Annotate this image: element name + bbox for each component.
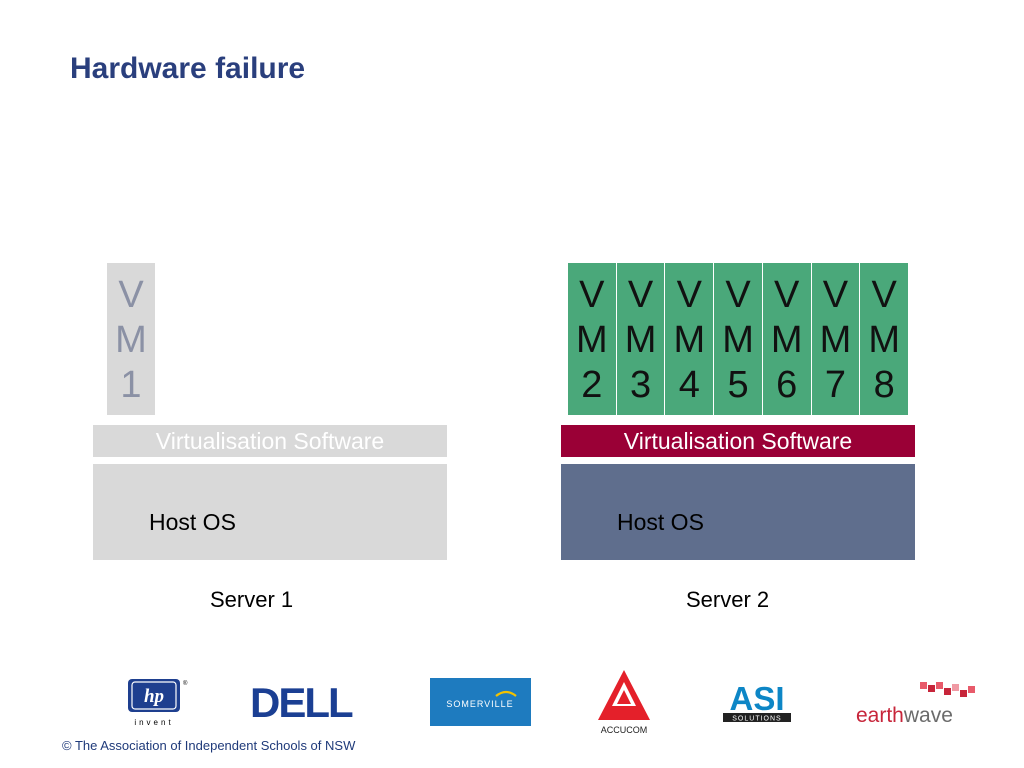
server2-host-os-box: Host OS <box>561 464 915 560</box>
earthwave-logo-text: earthwave <box>856 704 953 726</box>
server1-virtualisation-label: Virtualisation Software <box>155 427 385 454</box>
server1-virtualisation-bar: Virtualisation Software <box>93 425 447 457</box>
server2-virtualisation-bar: Virtualisation Software <box>561 425 915 457</box>
earthwave-logo: earthwave <box>856 680 984 727</box>
asi-logo: ASI SOLUTIONS <box>721 680 793 724</box>
vm-5-line2: M <box>722 318 754 361</box>
vm-8-line2: M <box>868 318 900 361</box>
vm-7: V M 7 <box>811 263 861 415</box>
vm-7-line2: M <box>819 318 852 361</box>
vm-4-line2: M <box>673 318 706 361</box>
vm-5-line1: V <box>725 274 751 317</box>
vm-6-line3: 6 <box>776 363 798 406</box>
accucom-logo-text: ACCUCOM <box>601 725 648 735</box>
vm-4-line3: 4 <box>678 363 700 406</box>
asi-logo-text: ASI <box>729 680 784 717</box>
vm-3-line3: 3 <box>630 363 652 406</box>
asi-logo-sub: SOLUTIONS <box>732 716 781 723</box>
dell-logo-text: DELL <box>250 682 353 722</box>
server1-host-os-box: Host OS <box>93 464 447 560</box>
dell-logo: DELL <box>250 679 370 726</box>
hp-logo-mark: hp ® invent <box>128 679 188 727</box>
vm-4: V M 4 <box>665 263 715 415</box>
accucom-logo-mark: ACCUCOM <box>598 670 650 735</box>
somerville-logo-mark: SOMERVILLE <box>446 690 517 709</box>
vm-1-line2: M <box>115 318 147 361</box>
vm-1-line3: 1 <box>120 363 142 406</box>
vm-4-line1: V <box>676 274 702 317</box>
server2-host-os-label: Host OS <box>617 509 704 535</box>
vm-7-line1: V <box>822 274 849 317</box>
vm-2-line3: 2 <box>581 363 603 406</box>
vm-5-line3: 5 <box>727 363 749 406</box>
vm-1-line1: V <box>118 274 144 317</box>
hp-logo: hp ® invent <box>128 679 188 727</box>
vm-2: V M 2 <box>568 263 617 415</box>
vm-5: V M 5 <box>714 263 763 415</box>
accucom-logo: ACCUCOM <box>592 668 656 736</box>
dell-logo-mark: DELL <box>250 679 355 726</box>
svg-text:®: ® <box>183 680 188 687</box>
somerville-logo-text: SOMERVILLE <box>446 699 513 709</box>
slide-title: Hardware failure <box>70 52 306 85</box>
vm-7-line3: 7 <box>824 363 847 406</box>
vm-6-line1: V <box>774 274 800 317</box>
hp-logo-text: hp <box>144 686 164 707</box>
vm-8: V M 8 <box>860 263 909 415</box>
vm-3-line1: V <box>627 274 654 317</box>
vm-6: V M 6 <box>762 263 812 415</box>
server2-label: Server 2 <box>686 587 770 612</box>
vm-8-line1: V <box>871 274 897 317</box>
server2-virtualisation-label: Virtualisation Software <box>623 427 853 454</box>
vm-6-line2: M <box>770 318 803 361</box>
server1-label: Server 1 <box>210 587 294 612</box>
earthwave-logo-text-b: wave <box>903 704 953 726</box>
vm-3: V M 3 <box>616 263 666 415</box>
vm-2-line2: M <box>576 318 608 361</box>
footer-copyright: © The Association of Independent Schools… <box>62 738 356 753</box>
vm-8-line3: 8 <box>873 363 895 406</box>
server2-vm-row: V M 2 V M 3 V M 4 V M 5 V M 6 V M 7 V M … <box>568 263 909 415</box>
server1-host-os-label: Host OS <box>149 509 236 535</box>
somerville-logo: SOMERVILLE <box>430 678 531 726</box>
vm-3-line2: M <box>624 318 657 361</box>
earthwave-logo-text-a: earth <box>856 704 904 726</box>
vm-2-line1: V <box>579 274 605 317</box>
asi-logo-mark: ASI SOLUTIONS <box>723 680 791 723</box>
hp-logo-sub: invent <box>134 718 173 727</box>
vm-1-failed: V M 1 <box>107 263 155 415</box>
earthwave-logo-mark: earthwave <box>856 682 975 727</box>
